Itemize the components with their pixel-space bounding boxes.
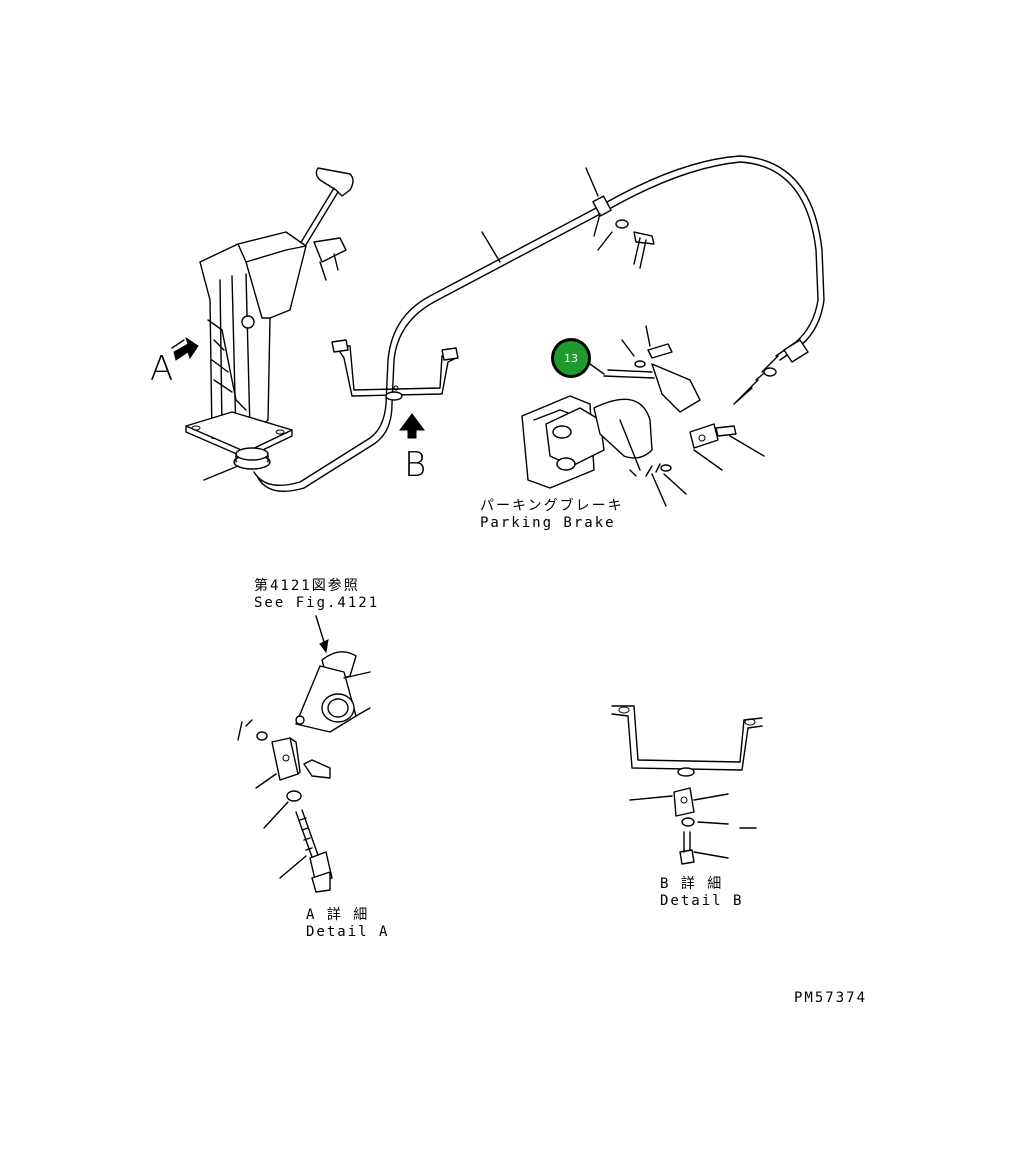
brake-cable bbox=[253, 155, 825, 492]
brake-lever-assembly bbox=[185, 167, 354, 470]
detail-a-label-jp: A 詳 細 bbox=[306, 907, 369, 923]
detail-a-drawing bbox=[237, 615, 371, 893]
view-label-a: A bbox=[150, 349, 173, 389]
parking-brake-label-jp: パーキングブレーキ bbox=[480, 497, 624, 514]
detail-b-label-jp: B 詳 細 bbox=[660, 876, 723, 892]
view-label-b: B bbox=[404, 445, 426, 485]
parking-brake-label-en: Parking Brake bbox=[480, 515, 616, 531]
see-fig-label-en: See Fig.4121 bbox=[254, 595, 379, 611]
detail-b-drawing bbox=[611, 705, 763, 865]
see-fig-label-jp: 第4121図参照 bbox=[254, 577, 360, 594]
bolt-washer-top bbox=[615, 219, 655, 269]
callout-13-number[interactable]: 13 bbox=[564, 352, 578, 365]
view-arrow-b bbox=[399, 413, 425, 439]
view-arrow-a bbox=[171, 336, 199, 361]
cable-bracket bbox=[331, 339, 459, 401]
callout-13-fill[interactable] bbox=[554, 341, 588, 375]
leader-lines-main bbox=[203, 167, 613, 481]
detail-b-label-en: Detail B bbox=[660, 893, 743, 909]
callout-13[interactable]: 13 bbox=[551, 338, 605, 378]
drawing-id: PM57374 bbox=[794, 990, 867, 1006]
parking-brake-caliper bbox=[521, 325, 765, 507]
detail-a-label-en: Detail A bbox=[306, 924, 389, 940]
